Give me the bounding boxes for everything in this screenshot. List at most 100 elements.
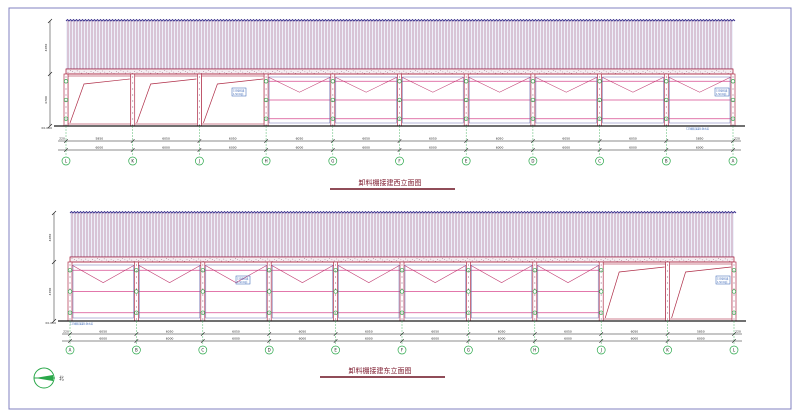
beam-hatch (467, 258, 468, 260)
column-hatch (600, 270, 602, 272)
axis-bubble (663, 345, 672, 355)
column-hatch (268, 288, 270, 290)
column-hatch (198, 76, 200, 78)
beam-hatch (566, 260, 567, 262)
beam-hatch (661, 70, 662, 72)
beam-hatch (320, 70, 322, 71)
column-hatch (534, 294, 536, 296)
connection-node (263, 116, 269, 121)
column-hatch (733, 282, 735, 284)
beam-hatch (580, 71, 582, 73)
column-hatch (332, 118, 334, 120)
beam-hatch (407, 259, 409, 261)
beam-hatch (619, 258, 620, 260)
beam-hatch (699, 258, 701, 260)
beam-hatch (410, 71, 412, 72)
beam-hatch (218, 259, 220, 261)
beam-hatch (398, 258, 399, 260)
column-hatch (532, 118, 534, 120)
beam-hatch (372, 258, 374, 259)
beam-hatch (481, 72, 483, 73)
span-dim-label: 6000 (166, 337, 174, 341)
beam-hatch (257, 260, 259, 261)
column-hatch (465, 88, 467, 90)
span-dim-label: 6000 (431, 337, 439, 341)
beam-hatch (359, 70, 361, 72)
beam-hatch (605, 258, 606, 260)
beam-hatch (631, 71, 632, 73)
dim-tick (51, 210, 57, 216)
column-hatch (399, 100, 400, 102)
beam-hatch (476, 259, 478, 261)
beam-hatch (658, 259, 659, 261)
column-hatch (665, 106, 667, 108)
beam-hatch (686, 71, 688, 72)
beam-hatch (564, 72, 566, 74)
beam-hatch (244, 72, 246, 74)
beam-hatch (109, 70, 110, 72)
column-hatch (733, 318, 735, 320)
column-hatch (599, 112, 601, 114)
beam-hatch (299, 72, 301, 73)
connection-node (664, 97, 669, 103)
beam-hatch (428, 70, 430, 72)
column-hatch (534, 312, 536, 314)
beam-hatch (364, 73, 366, 74)
beam-hatch (515, 260, 517, 262)
bay (69, 263, 137, 319)
beam-hatch (556, 259, 558, 260)
beam-hatch (676, 259, 678, 261)
column (197, 73, 202, 127)
column-hatch (335, 318, 337, 320)
open-bay-brace (671, 266, 732, 319)
column-hatch (732, 106, 734, 108)
column-hatch (335, 288, 337, 290)
beam-hatch (671, 260, 673, 261)
beam-hatch (502, 73, 504, 74)
beam-hatch (444, 259, 445, 261)
beam-hatch (354, 258, 356, 260)
beam-hatch (432, 259, 434, 261)
column-hatch (732, 94, 734, 96)
beam-hatch (585, 70, 586, 72)
beam-hatch (621, 70, 623, 71)
connection-node (263, 97, 269, 103)
beam-hatch (293, 71, 294, 73)
connection-node (134, 310, 139, 315)
knee-brace (265, 75, 333, 93)
beam-hatch (490, 70, 492, 72)
beam-hatch (361, 258, 363, 260)
column-hatch (202, 294, 204, 296)
beam-hatch (283, 260, 284, 262)
callout-box (231, 87, 247, 97)
beam-hatch (72, 71, 73, 73)
open-bay-brace (203, 78, 264, 124)
knee-brace (399, 75, 467, 93)
callout-box (235, 275, 251, 285)
span-dim-label: 6000 (696, 146, 704, 150)
beam-hatch (715, 260, 717, 261)
column-hatch (132, 100, 134, 102)
column-hatch (665, 94, 667, 96)
column (130, 73, 136, 127)
column-hatch (733, 288, 735, 290)
beam-hatch (732, 72, 734, 73)
column-hatch (665, 100, 667, 102)
beam-hatch (408, 72, 409, 74)
beam-hatch (304, 71, 306, 73)
column-hatch (132, 76, 134, 78)
beam-hatch (126, 260, 128, 262)
beam-hatch (455, 258, 457, 260)
beam-hatch (349, 259, 351, 260)
beam-hatch (329, 258, 330, 260)
beam-hatch (329, 71, 331, 73)
column (399, 261, 405, 322)
column-hatch (69, 282, 71, 284)
beam-hatch (640, 73, 642, 74)
axis-bubble (198, 345, 208, 355)
column-hatch (733, 294, 735, 296)
beam-hatch (202, 260, 204, 262)
column-hatch (599, 94, 601, 96)
axis-label: B (135, 347, 138, 352)
column-hatch (265, 76, 267, 78)
